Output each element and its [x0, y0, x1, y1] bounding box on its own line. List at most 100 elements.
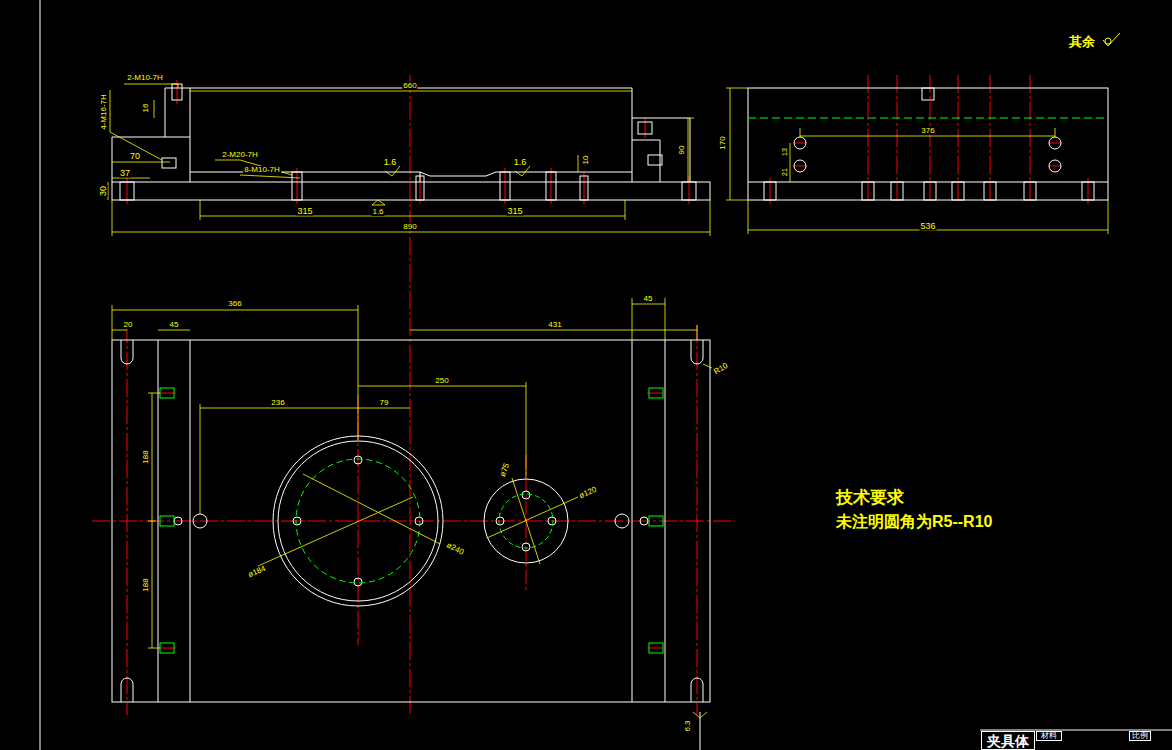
plan-view-outline — [548, 517, 556, 525]
plan-view-dimensions — [200, 408, 358, 409]
front-view-dimensions — [112, 162, 170, 163]
plan-view-dimensions — [112, 330, 127, 331]
roughness-value: 1.6 — [383, 158, 398, 167]
front-view-dimensions — [200, 216, 625, 217]
front-view-outline — [120, 182, 134, 200]
dimension-text: 366 — [227, 300, 242, 308]
dimension-text: 890 — [402, 223, 417, 231]
front-view-dimensions — [190, 91, 632, 92]
plan-view-dimensions — [200, 404, 201, 514]
side-view-outline — [748, 88, 1108, 200]
front-view-outline — [112, 88, 190, 182]
thread-callout: 2-M10-7H — [126, 74, 164, 82]
thread-callout: 8-M10-7H — [243, 166, 281, 174]
plan-view-outline — [484, 479, 568, 563]
plan-view-dimensions — [152, 393, 153, 648]
diameter-text: ø240 — [444, 541, 466, 557]
front-view-outline — [682, 182, 696, 200]
front-view-dimensions — [578, 155, 579, 172]
front-view-dimensions — [372, 200, 385, 205]
dimension-text: 431 — [547, 321, 562, 329]
side-view-outline — [1024, 182, 1036, 200]
dimension-text: 37 — [119, 169, 131, 178]
front-view-dimensions — [108, 182, 109, 200]
title-block-cell: 比例 — [1129, 731, 1151, 741]
side-view-centerlines — [930, 75, 931, 204]
plan-view-dimensions — [358, 305, 359, 440]
front-view-dimensions — [385, 166, 400, 176]
side-view-dimensions — [1055, 128, 1056, 137]
side-view-centerlines — [794, 166, 806, 167]
dimension-text: 45 — [169, 321, 180, 329]
front-view-dimensions — [124, 84, 178, 88]
plan-view-outline — [415, 517, 423, 525]
dimension-text: 188 — [142, 577, 150, 592]
plan-view-dimensions — [526, 382, 527, 478]
plan-view-dimensions — [487, 497, 578, 538]
plan-view-dimensions — [112, 298, 712, 718]
thread-callout: 2-M10-7H — [126, 74, 164, 82]
plan-view-outline — [190, 340, 191, 702]
side-view-dimensions — [800, 136, 1055, 137]
dimension-text: 70 — [129, 152, 141, 161]
plan-view-outline — [354, 578, 362, 586]
radius-text: R10 — [712, 361, 730, 376]
roughness-symbol — [1103, 33, 1120, 46]
front-view-dimensions — [625, 200, 626, 220]
front-view-outline — [162, 158, 176, 168]
plan-view-outline — [112, 340, 710, 702]
dimension-text: 536 — [919, 222, 936, 231]
dimension-text: 90 — [678, 145, 686, 156]
plan-view-dimensions — [410, 330, 697, 331]
plan-view-outline — [273, 436, 443, 606]
side-view-dimensions — [730, 88, 731, 200]
side-view-outline — [1082, 182, 1094, 200]
side-view-centerlines — [1049, 166, 1061, 167]
front-view-centerlines — [584, 172, 585, 204]
side-view-outline — [1049, 160, 1061, 172]
side-view-centerlines — [990, 75, 991, 204]
side-view-centerlines — [770, 75, 1088, 204]
diameter-text: ø240 — [444, 541, 466, 557]
plan-view-outline — [293, 517, 301, 525]
plan-view-hidden — [649, 388, 663, 398]
plan-view-dimensions — [112, 305, 113, 340]
front-view-centerlines — [551, 168, 552, 204]
plan-view-hidden — [296, 459, 420, 583]
side-view-outline — [924, 182, 936, 200]
dimension-text: 21 — [781, 167, 788, 177]
side-view-outline — [984, 182, 996, 200]
side-view-outline — [891, 182, 903, 200]
side-view-dimensions — [790, 143, 791, 182]
front-view-outline — [112, 182, 710, 200]
dimension-text: 660 — [402, 82, 417, 90]
plan-view-outline — [354, 456, 362, 464]
dimension-text: 170 — [719, 135, 727, 150]
side-view-hidden — [748, 118, 1108, 119]
plan-view-centerlines — [92, 521, 735, 522]
plan-view-dimensions — [303, 474, 440, 544]
title-block-text: 夹具体 — [987, 734, 1029, 748]
dimension-text: 188 — [142, 449, 150, 464]
plan-view-dimensions — [632, 298, 633, 340]
side-view-dimensions — [726, 88, 748, 89]
title-block-text: 比例 — [1132, 732, 1148, 740]
plan-view-dimensions — [512, 478, 540, 564]
dimension-text: 30 — [99, 185, 108, 197]
dimension-text: 376 — [920, 127, 935, 135]
front-view-outline — [580, 176, 588, 200]
dimension-text: 10 — [582, 155, 590, 166]
front-view-outline — [546, 172, 556, 200]
plan-view-outline — [522, 543, 530, 551]
dimension-text: 660 — [402, 82, 417, 90]
surface-note: 其余 — [1068, 35, 1096, 48]
roughness-value: 1.6 — [371, 208, 384, 216]
side-view-outline — [748, 88, 1108, 200]
plan-view-centerlines — [92, 325, 735, 715]
front-view-centerlines — [645, 118, 646, 138]
diameter-text: ø184 — [246, 564, 268, 580]
side-view-dimensions — [1108, 200, 1109, 234]
thread-callout: 8-M10-7H — [243, 166, 281, 174]
front-view-outline — [416, 176, 424, 200]
radius-text: R10 — [712, 361, 730, 376]
